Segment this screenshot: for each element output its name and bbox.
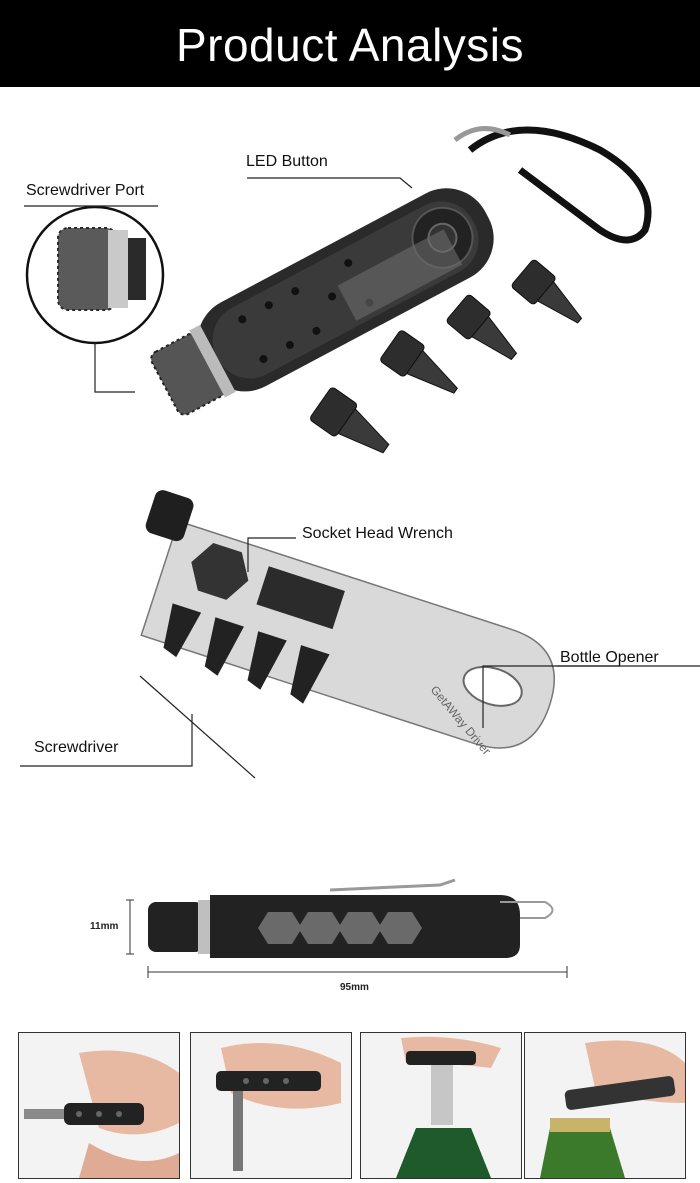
screwdriver-port-label: Screwdriver Port [26, 182, 145, 199]
photo-bottle-opener-use [524, 1032, 686, 1179]
bottle-opener-label: Bottle Opener [560, 649, 659, 666]
header-bar: Product Analysis [0, 0, 700, 87]
page-title: Product Analysis [175, 19, 525, 71]
led-button-label: LED Button [246, 153, 328, 170]
side-view-illustration [126, 878, 568, 978]
length-dimension-label: 95mm [340, 982, 369, 993]
open-multitool-illustration: GetAWay Driver [20, 490, 700, 779]
height-dimension-label: 11mm [90, 921, 119, 932]
photo-wrench-use [360, 1032, 522, 1179]
photo-screwdriver-use-1 [18, 1032, 180, 1179]
socket-head-wrench-label: Socket Head Wrench [302, 525, 453, 542]
screwdriver-label: Screwdriver [34, 739, 119, 756]
multitool-illustration [24, 126, 652, 454]
photo-screwdriver-use-2 [190, 1032, 352, 1179]
